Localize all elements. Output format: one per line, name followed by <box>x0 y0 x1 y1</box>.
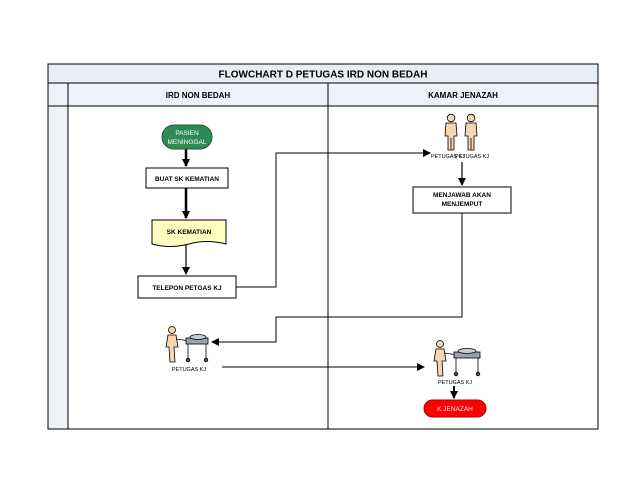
lane-label-kamar-jenazah: KAMAR JENAZAH <box>428 91 498 100</box>
node-menjawab-akan-menjemput: MENJAWAB AKAN MENJEMPUT <box>412 186 512 214</box>
stretcher-worker-icon <box>165 326 209 363</box>
node-petugas-pair-label-a: PETUGAS KJ <box>431 154 465 160</box>
lane-label-ird-non-bedah: IRD NON BEDAH <box>166 91 231 100</box>
diagram-frame <box>47 63 599 430</box>
connector-telepon-to-petugas <box>236 149 431 288</box>
node-telepon-petgas-kj: TELEPON PETGAS KJ <box>137 275 237 299</box>
node-petugas-left-label: PETUGAS KJ <box>172 367 206 373</box>
node-k-jenazah: K JENAZAH <box>423 399 487 418</box>
lane-header-band <box>47 82 599 107</box>
node-pasien-label-1: PASIEN <box>175 130 199 137</box>
two-people-icon <box>444 113 478 151</box>
node-menjawab-label-1: MENJAWAB AKAN <box>433 192 491 199</box>
node-telepon-label: TELEPON PETGAS KJ <box>152 285 222 292</box>
node-petugas-kj-left: PETUGAS KJ <box>165 326 209 373</box>
node-sk-kematian: SK KEMATIAN <box>151 219 227 247</box>
stretcher-worker-icon <box>433 340 481 377</box>
lane-margin <box>47 82 69 430</box>
node-buat-sk-label: BUAT SK KEMATIAN <box>155 176 219 183</box>
node-petugas-kj-right: PETUGAS KJ <box>433 340 481 386</box>
node-menjawab-label-2: MENJEMPUT <box>442 201 483 208</box>
node-pasien-meninggal: PASIEN MENINGGAL <box>161 124 213 150</box>
node-petugas-right-label: PETUGAS KJ <box>438 380 472 386</box>
node-petugas-kj-pair: PETUGAS KJ PETUGAS KJ <box>431 113 489 160</box>
connector-menjawab-to-petugas-left <box>211 213 463 346</box>
node-petugas-pair-label-b: PETUGAS KJ <box>455 154 489 160</box>
node-k-jenazah-label: K JENAZAH <box>437 406 473 413</box>
node-pasien-label-2: MENINGGAL <box>167 139 206 146</box>
node-buat-sk-kematian: BUAT SK KEMATIAN <box>145 167 229 189</box>
node-sk-kematian-label: SK KEMATIAN <box>167 229 212 236</box>
diagram-title: FLOWCHART D PETUGAS IRD NON BEDAH <box>219 70 428 81</box>
